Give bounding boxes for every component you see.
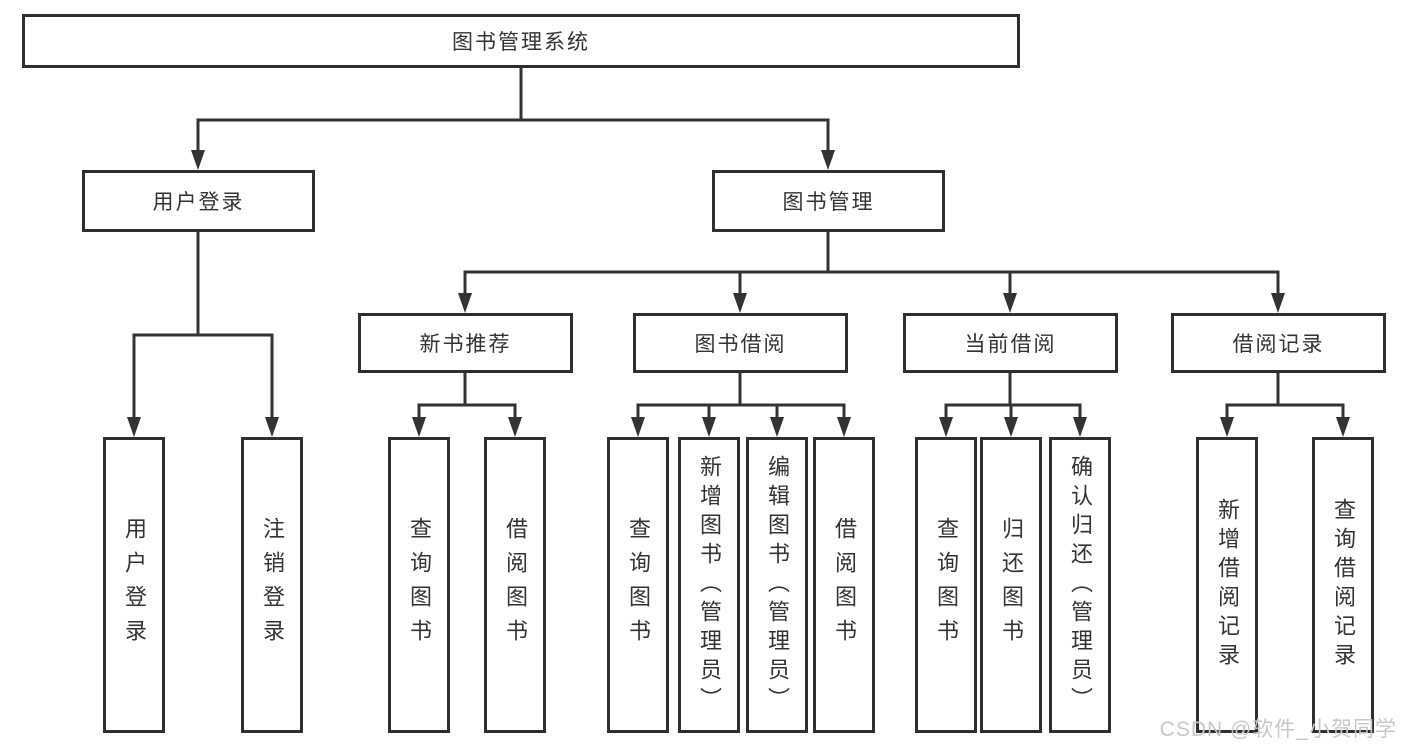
leaf-query-books-3: 查询图书 <box>915 437 977 733</box>
node-label: 图书借阅 <box>694 333 787 356</box>
leaf-borrow-books-2: 借阅图书 <box>813 437 875 733</box>
node-label: 注销登录 <box>260 517 285 653</box>
node-new-book-recommend: 新书推荐 <box>358 313 573 373</box>
node-borrow-record: 借阅记录 <box>1171 313 1386 373</box>
arrowheads <box>127 150 1350 437</box>
node-label: 确认归还（管理员） <box>1068 454 1093 716</box>
leaf-query-borrow-record: 查询借阅记录 <box>1312 437 1374 733</box>
node-label: 借阅记录 <box>1232 333 1325 356</box>
node-label: 归还图书 <box>999 517 1024 653</box>
leaf-user-login: 用户登录 <box>103 437 165 733</box>
leaf-add-borrow-record: 新增借阅记录 <box>1196 437 1258 733</box>
node-label: 查询图书 <box>626 517 651 653</box>
node-current-borrow: 当前借阅 <box>903 313 1118 373</box>
node-label: 新书推荐 <box>419 333 512 356</box>
node-user-login: 用户登录 <box>82 170 315 232</box>
leaf-query-books-1: 查询图书 <box>388 437 450 733</box>
leaf-logout: 注销登录 <box>241 437 303 733</box>
node-label: 图书管理系统 <box>452 31 590 54</box>
node-label: 用户登录 <box>152 191 245 214</box>
node-label: 编辑图书（管理员） <box>765 454 790 716</box>
leaf-borrow-books-1: 借阅图书 <box>484 437 546 733</box>
node-label: 新增借阅记录 <box>1215 498 1240 672</box>
node-label: 借阅图书 <box>503 517 528 653</box>
node-book-borrow: 图书借阅 <box>633 313 848 373</box>
node-label: 查询借阅记录 <box>1331 498 1356 672</box>
leaf-edit-books-admin: 编辑图书（管理员） <box>746 437 808 733</box>
leaf-confirm-return-admin: 确认归还（管理员） <box>1049 437 1111 733</box>
leaf-return-books: 归还图书 <box>980 437 1042 733</box>
node-label: 当前借阅 <box>964 333 1057 356</box>
node-library-management-system: 图书管理系统 <box>22 14 1020 68</box>
leaf-query-books-2: 查询图书 <box>607 437 669 733</box>
node-label: 图书管理 <box>782 191 875 214</box>
node-label: 新增图书（管理员） <box>697 454 722 716</box>
node-label: 用户登录 <box>122 517 147 653</box>
leaf-add-books-admin: 新增图书（管理员） <box>678 437 740 733</box>
node-label: 借阅图书 <box>832 517 857 653</box>
csdn-watermark: CSDN @软件_小贺同学 <box>1159 718 1397 741</box>
node-label: 查询图书 <box>934 517 959 653</box>
node-book-management: 图书管理 <box>712 170 945 232</box>
node-label: 查询图书 <box>407 517 432 653</box>
